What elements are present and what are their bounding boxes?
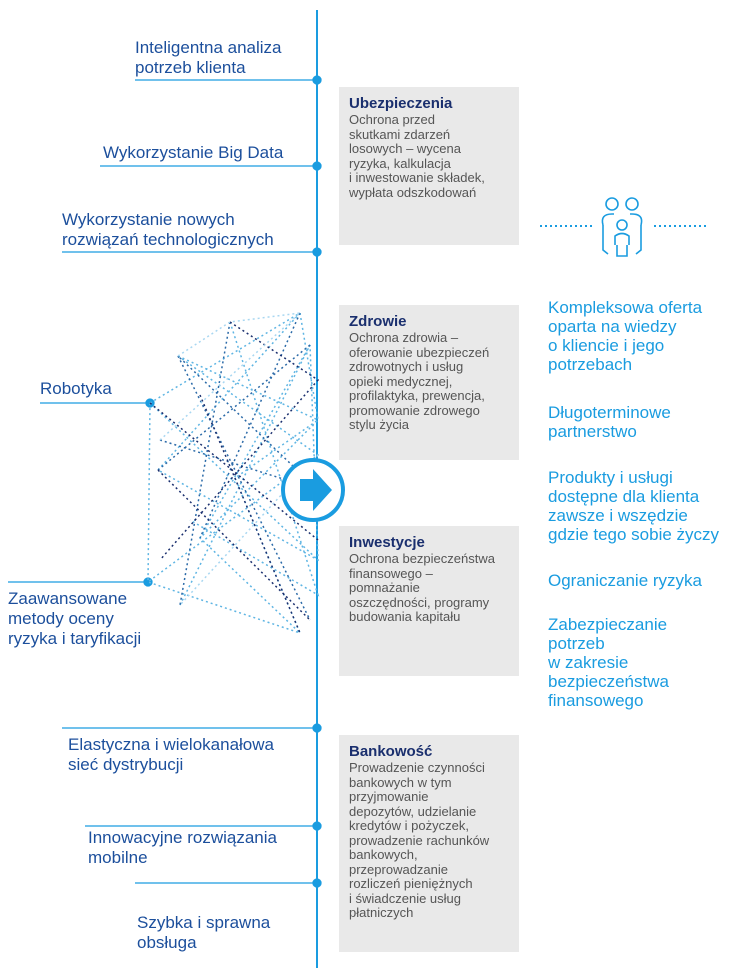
left-item-client-analysis: Inteligentna analiza potrzeb klienta — [135, 38, 282, 77]
box-description: Prowadzenie czynności bankowych w tym pr… — [349, 760, 490, 920]
right-item-availability: Produkty i usługi dostępne dla klienta z… — [548, 468, 720, 544]
right-item-security: Zabezpieczanie potrzeb w zakresie bezpie… — [548, 615, 669, 710]
box-investments: Inwestycje Ochrona bezpieczeństwa finans… — [339, 526, 519, 676]
box-title: Bankowość — [349, 743, 433, 760]
family-icon — [601, 197, 643, 257]
right-item-offer: Kompleksowa oferta oparta na wiedzy o kl… — [548, 298, 703, 374]
right-item-partnership: Długoterminowe partnerstwo — [548, 403, 671, 441]
box-description: Ochrona bezpieczeństwa finansowego – pom… — [349, 551, 495, 624]
box-insurance: Ubezpieczenia Ochrona przed skutkami zda… — [339, 87, 519, 245]
left-item-big-data: Wykorzystanie Big Data — [103, 143, 284, 162]
left-item-mobile: Innowacyjne rozwiązania mobilne — [88, 828, 277, 867]
box-title: Zdrowie — [349, 313, 407, 330]
box-banking: Bankowość Prowadzenie czynności bankowyc… — [339, 735, 519, 952]
left-item-robotics: Robotyka — [40, 379, 112, 398]
left-item-service: Szybka i sprawna obsługa — [137, 913, 271, 952]
box-title: Inwestycje — [349, 534, 425, 551]
left-item-risk-methods: Zaawansowane metody oceny ryzyka i taryf… — [8, 589, 142, 648]
left-connectors — [8, 75, 322, 888]
right-item-risk: Ograniczanie ryzyka — [548, 571, 703, 590]
left-item-new-technologies: Wykorzystanie nowych rozwiązań technolog… — [62, 210, 274, 249]
box-description: Ochrona zdrowia – oferowanie ubezpieczeń… — [349, 330, 490, 432]
box-description: Ochrona przed skutkami zdarzeń losowych … — [349, 112, 485, 200]
left-item-distribution: Elastyczna i wielokanałowa sieć dystrybu… — [68, 735, 274, 774]
arrow-right-icon — [281, 458, 345, 522]
box-title: Ubezpieczenia — [349, 95, 453, 112]
box-health: Zdrowie Ochrona zdrowia – oferowanie ube… — [339, 305, 519, 460]
